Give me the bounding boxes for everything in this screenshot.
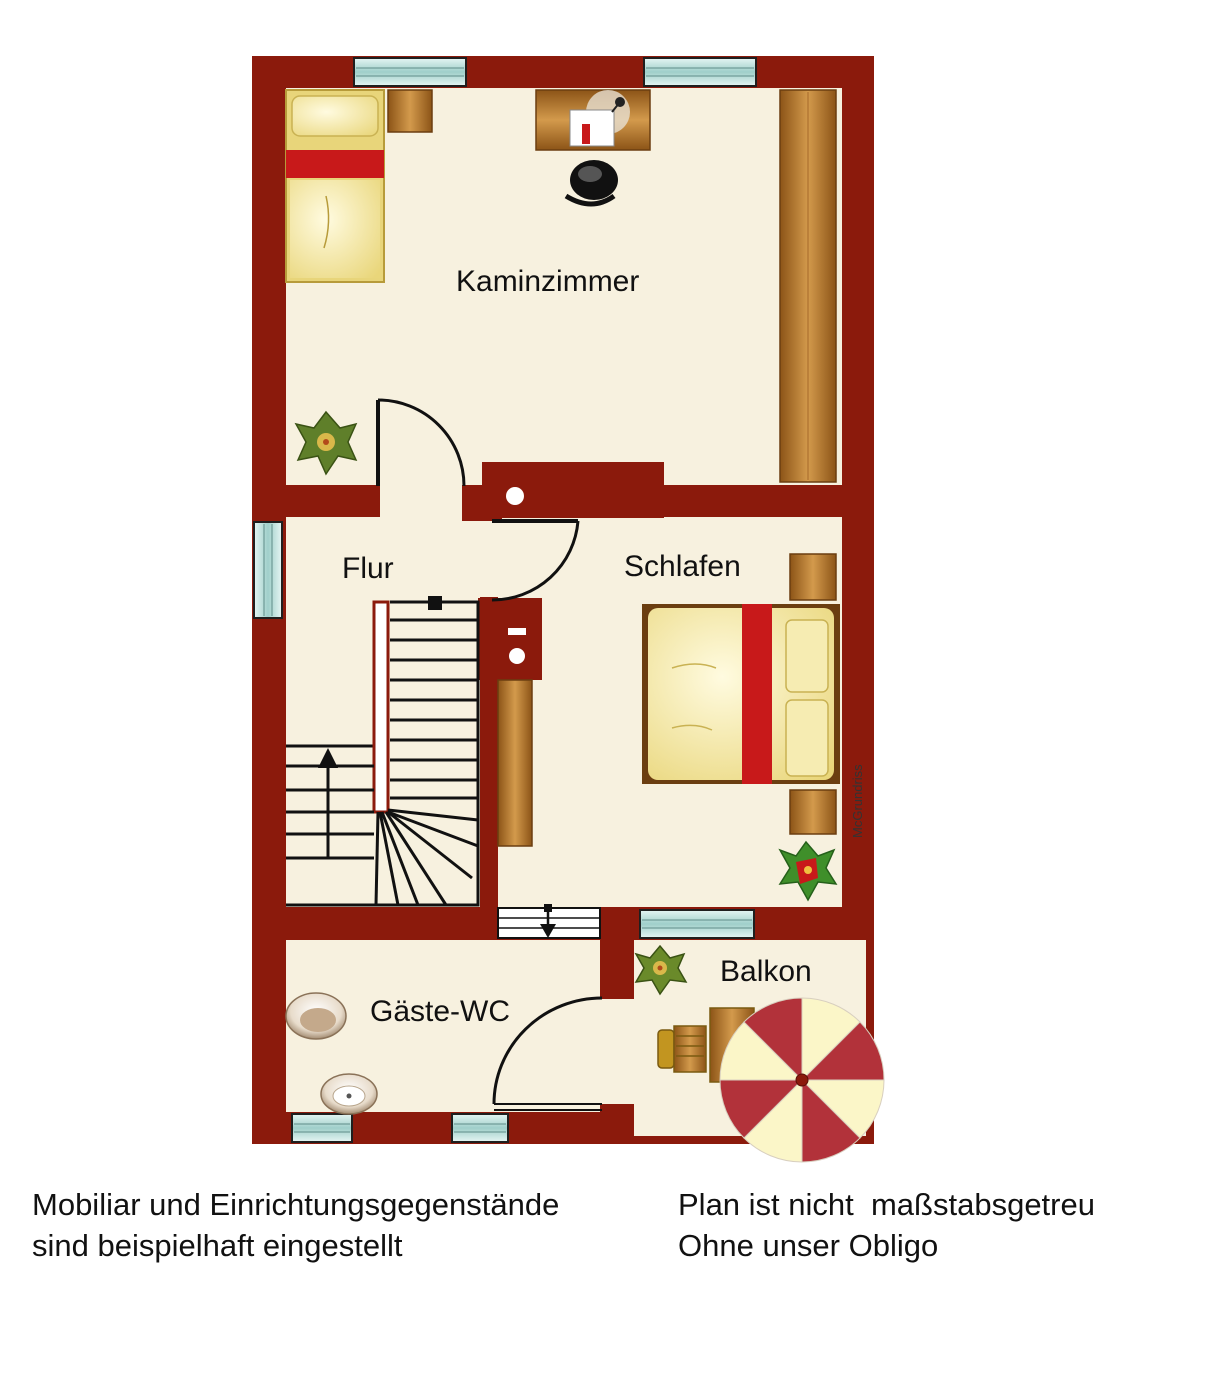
window-balkon [639, 909, 755, 939]
nightstand-bottom [789, 789, 837, 835]
toilet-icon [320, 1073, 378, 1115]
note-furniture: Mobiliar und Einrichtungsgegenstände sin… [32, 1184, 559, 1266]
staircase [286, 600, 480, 907]
parasol-icon [719, 997, 885, 1163]
plant-balkon-icon [634, 944, 688, 996]
floor-schlafen-gap [478, 517, 500, 597]
note-scale-line2: Ohne unser Obligo [678, 1228, 939, 1263]
note-furniture-line2: sind beispielhaft eingestellt [32, 1228, 403, 1263]
window-bottom-mid [451, 1113, 509, 1143]
door-kaminzimmer [376, 398, 466, 487]
shaft-vent-icon [508, 628, 526, 635]
threshold-arrow-icon [540, 924, 556, 938]
window-bottom-left [291, 1113, 353, 1143]
credit-label: McGrundriss [850, 764, 865, 838]
room-label-kaminzimmer: Kaminzimmer [456, 265, 639, 298]
room-label-flur: Flur [342, 552, 394, 585]
wall-cabinet [497, 679, 533, 847]
window-top-right [643, 57, 757, 87]
threshold [497, 904, 601, 939]
room-label-gaeste-wc: Gäste-WC [370, 995, 510, 1028]
plant-icon [294, 410, 358, 476]
single-bed [285, 89, 385, 283]
stair-direction-arrow-icon [318, 748, 338, 768]
wardrobe [779, 89, 837, 483]
note-scale: Plan ist nicht maßstabsgetreu Ohne unser… [678, 1184, 1095, 1266]
plant-schlafen-icon [778, 840, 838, 902]
sink-icon [285, 992, 347, 1040]
chimney-vent-icon [506, 487, 524, 505]
nightstand-top [789, 553, 837, 601]
windows [253, 57, 757, 1143]
window-top-left [353, 57, 467, 87]
desk [535, 89, 651, 151]
deck-chair-icon [657, 1025, 707, 1073]
room-label-schlafen: Schlafen [624, 550, 741, 583]
nightstand [387, 89, 433, 133]
room-label-balkon: Balkon [720, 955, 812, 988]
door-gaeste-wc [492, 996, 603, 1111]
window-left [253, 521, 283, 619]
shaft-pipe-icon [509, 648, 525, 664]
note-furniture-line1: Mobiliar und Einrichtungsgegenstände [32, 1187, 560, 1222]
office-chair-icon [564, 160, 618, 207]
floor-balkon-door [600, 998, 636, 1106]
door-schlafen [491, 519, 580, 602]
stair-newel-icon [428, 596, 442, 610]
double-bed [642, 604, 840, 784]
note-scale-line1: Plan ist nicht maßstabsgetreu [678, 1187, 1095, 1222]
